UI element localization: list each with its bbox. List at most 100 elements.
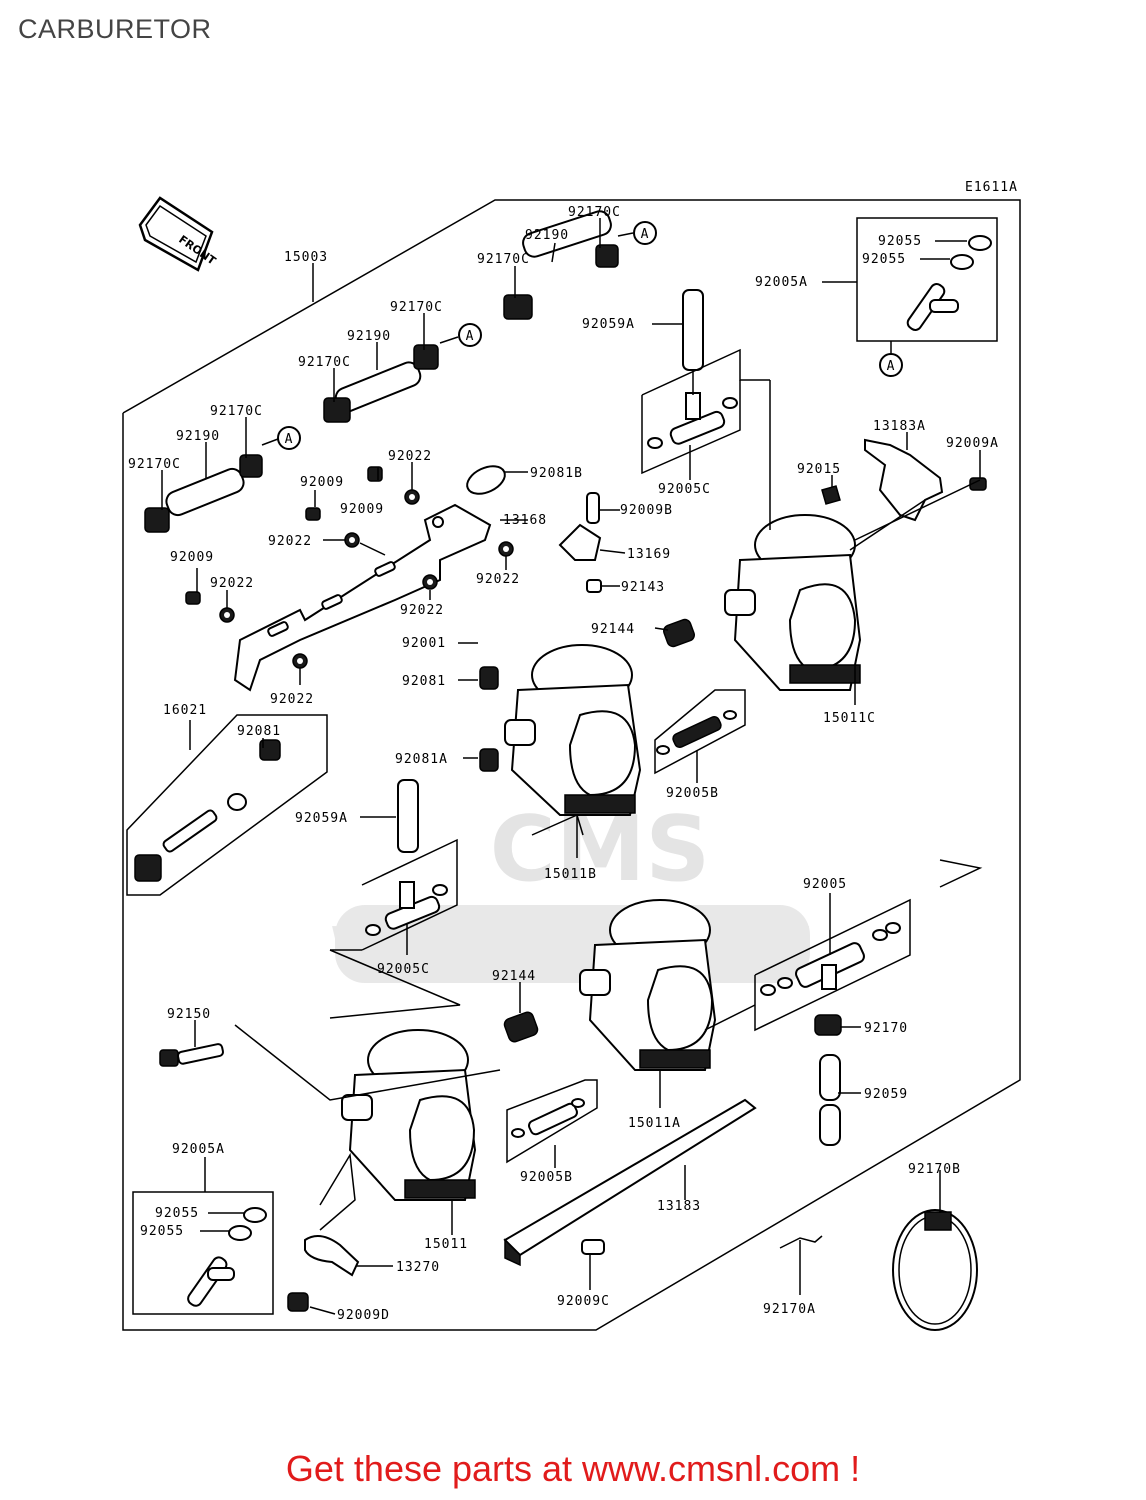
label-92081: 92081 [402, 674, 446, 689]
hose-set-2 [323, 344, 439, 423]
fitting-kit-92005b-middle [654, 689, 746, 775]
fitting-kit-box-bottom [132, 1191, 274, 1315]
screw-92009d [287, 1292, 309, 1312]
label-92190: 92190 [176, 429, 220, 444]
label-15003: 15003 [284, 250, 328, 265]
label-92022: 92022 [476, 572, 520, 587]
label-92170c: 92170C [568, 205, 621, 220]
bracket-13183a [821, 438, 987, 522]
label-15011c: 15011C [823, 711, 876, 726]
t-fitting-kit-top [641, 348, 770, 475]
label-92170a: 92170A [763, 1302, 816, 1317]
label-92009: 92009 [300, 475, 344, 490]
mounting-bracket-13168 [233, 503, 492, 692]
assembly-outline [122, 199, 1021, 1331]
label-92005c: 92005C [658, 482, 711, 497]
carburetor-15011c [724, 514, 862, 691]
label-15011b: 15011B [544, 867, 597, 882]
label-92055: 92055 [140, 1224, 184, 1239]
label-92059: 92059 [864, 1087, 908, 1102]
label-92059a: 92059A [582, 317, 635, 332]
leader-lines [161, 218, 983, 1315]
label-92022: 92022 [400, 603, 444, 618]
label-92055: 92055 [155, 1206, 199, 1221]
label-92059a: 92059A [295, 811, 348, 826]
label-92005: 92005 [803, 877, 847, 892]
pipe-top [682, 289, 704, 371]
hose-set-1 [503, 210, 619, 320]
label-92081: 92081 [237, 724, 281, 739]
screw-92009c [581, 1239, 605, 1255]
screw-92150 [159, 1043, 225, 1067]
callout-a-markers: A A A A [277, 221, 903, 450]
label-92190: 92190 [347, 329, 391, 344]
label-92144: 92144 [492, 969, 536, 984]
label-92005c: 92005C [377, 962, 430, 977]
footer-link[interactable]: Get these parts at www.cmsnl.com ! [285, 1448, 861, 1489]
svg-text:A: A [887, 359, 896, 374]
label-92005a: 92005A [172, 1142, 225, 1157]
label-92144: 92144 [591, 622, 635, 637]
label-92170: 92170 [864, 1021, 908, 1036]
part-labels: 15003 92170C 92190 92170C 92170C 92190 9… [128, 205, 999, 1323]
front-arrow-icon: FRONT [138, 196, 219, 272]
label-92170c: 92170C [210, 404, 263, 419]
label-92009: 92009 [340, 502, 384, 517]
label-92022: 92022 [268, 534, 312, 549]
clip-92170a [779, 1235, 823, 1268]
label-92009a: 92009A [946, 436, 999, 451]
label-15011a: 15011A [628, 1116, 681, 1131]
carburetor-15011a [579, 899, 717, 1071]
carburetor-15011 [341, 1029, 477, 1201]
label-92005b: 92005B [666, 786, 719, 801]
label-92015: 92015 [797, 462, 841, 477]
label-92009c: 92009C [557, 1294, 610, 1309]
label-92170c: 92170C [128, 457, 181, 472]
springs [259, 618, 695, 1043]
label-16021: 16021 [163, 703, 207, 718]
label-92055: 92055 [862, 252, 906, 267]
label-92001: 92001 [402, 636, 446, 651]
label-92055: 92055 [878, 234, 922, 249]
washers-and-screws [185, 465, 602, 669]
label-92170c: 92170C [390, 300, 443, 315]
carburetor-15011b [504, 644, 642, 816]
label-92150: 92150 [167, 1007, 211, 1022]
label-92170c: 92170C [477, 252, 530, 267]
page-title: CARBURETOR [18, 14, 212, 44]
label-92170b: 92170B [908, 1162, 961, 1177]
fitting-kit-92005-right [754, 898, 911, 1032]
label-92170c: 92170C [298, 355, 351, 370]
label-13168: 13168 [503, 513, 547, 528]
label-13169: 13169 [627, 547, 671, 562]
label-92009b: 92009B [620, 503, 673, 518]
label-92005a: 92005A [755, 275, 808, 290]
label-92081b: 92081B [530, 466, 583, 481]
label-92009d: 92009D [337, 1308, 390, 1323]
label-92022: 92022 [210, 576, 254, 591]
rail-13183 [503, 1098, 757, 1267]
band-clamp-92170b [892, 1209, 978, 1331]
label-13183: 13183 [657, 1199, 701, 1214]
fitting-kit-box-top [856, 217, 998, 354]
label-92081a: 92081A [395, 752, 448, 767]
label-92009: 92009 [170, 550, 214, 565]
pilot-screw-kit-16021 [126, 714, 328, 896]
label-15011: 15011 [424, 1237, 468, 1252]
svg-text:A: A [641, 227, 650, 242]
pipe-middle [397, 779, 419, 853]
label-13270: 13270 [396, 1260, 440, 1275]
link-13270 [304, 1235, 360, 1277]
svg-text:A: A [466, 329, 475, 344]
label-92143: 92143 [621, 580, 665, 595]
clamp-and-tubes [814, 1014, 842, 1146]
label-92022: 92022 [388, 449, 432, 464]
t-fitting-kit-middle [330, 838, 458, 951]
fitting-kit-92005b-lower [506, 1079, 598, 1164]
diagram-code: E1611A [965, 180, 1018, 195]
label-13183a: 13183A [873, 419, 926, 434]
label-92022: 92022 [270, 692, 314, 707]
hose-set-3 [144, 454, 263, 533]
label-92005b: 92005B [520, 1170, 573, 1185]
